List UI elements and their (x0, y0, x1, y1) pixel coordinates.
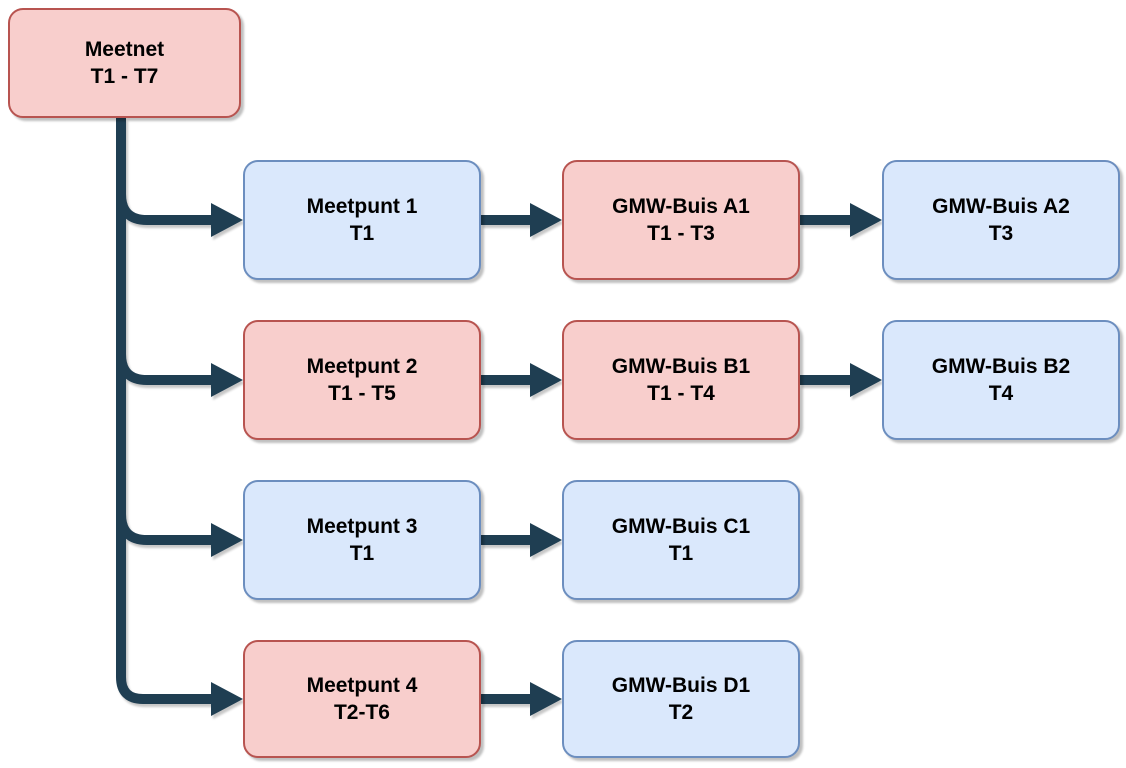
node-periods: T4 (988, 382, 1014, 405)
node-gmw-buis-b2: GMW-Buis B2 T4 (882, 320, 1120, 440)
node-label: GMW-Buis C1 (611, 515, 751, 538)
node-meetpunt-3: Meetpunt 3 T1 (243, 480, 481, 600)
node-label: Meetpunt 1 (306, 195, 418, 218)
node-label: Meetpunt 4 (306, 674, 418, 697)
edge-meetpunt2-gmw-b1 (481, 363, 562, 397)
node-gmw-buis-b1: GMW-Buis B1 T1 - T4 (562, 320, 800, 440)
node-gmw-buis-d1: GMW-Buis D1 T2 (562, 640, 800, 758)
edge-meetpunt3-gmw-c1 (481, 523, 562, 557)
node-periods: T1 (349, 222, 375, 245)
edge-gmw-a1-gmw-a2 (800, 203, 882, 237)
node-periods: T1 (668, 542, 694, 565)
node-label: GMW-Buis A2 (932, 195, 1070, 218)
node-label: Meetnet (84, 38, 165, 61)
edge-meetnet-meetpunt3 (116, 513, 243, 557)
node-periods: T1 - T5 (328, 382, 396, 405)
edge-meetpunt1-gmw-a1 (481, 203, 562, 237)
node-label: GMW-Buis A1 (612, 195, 750, 218)
node-label: Meetpunt 3 (306, 515, 418, 538)
node-meetpunt-2: Meetpunt 2 T1 - T5 (243, 320, 481, 440)
node-label: Meetpunt 2 (306, 355, 418, 378)
node-periods: T1 (349, 542, 375, 565)
node-label: GMW-Buis B1 (611, 355, 751, 378)
node-meetpunt-4: Meetpunt 4 T2-T6 (243, 640, 481, 758)
node-periods: T2-T6 (333, 701, 390, 724)
node-label: GMW-Buis B2 (931, 355, 1071, 378)
node-periods: T1 - T3 (647, 222, 715, 245)
node-meetnet: Meetnet T1 - T7 (8, 8, 241, 118)
node-periods: T2 (668, 701, 694, 724)
node-gmw-buis-a1: GMW-Buis A1 T1 - T3 (562, 160, 800, 280)
edge-meetpunt4-gmw-d1 (481, 682, 562, 716)
edge-meetnet-meetpunt2 (116, 353, 243, 397)
edge-meetnet-meetpunt1 (116, 193, 243, 237)
edge-gmw-b1-gmw-b2 (800, 363, 882, 397)
node-label: GMW-Buis D1 (611, 674, 751, 697)
node-periods: T1 - T4 (647, 382, 715, 405)
node-periods: T3 (988, 222, 1014, 245)
node-meetpunt-1: Meetpunt 1 T1 (243, 160, 481, 280)
node-gmw-buis-c1: GMW-Buis C1 T1 (562, 480, 800, 600)
node-gmw-buis-a2: GMW-Buis A2 T3 (882, 160, 1120, 280)
edge-meetnet-meetpunt4 (116, 118, 243, 716)
node-periods: T1 - T7 (90, 65, 159, 88)
